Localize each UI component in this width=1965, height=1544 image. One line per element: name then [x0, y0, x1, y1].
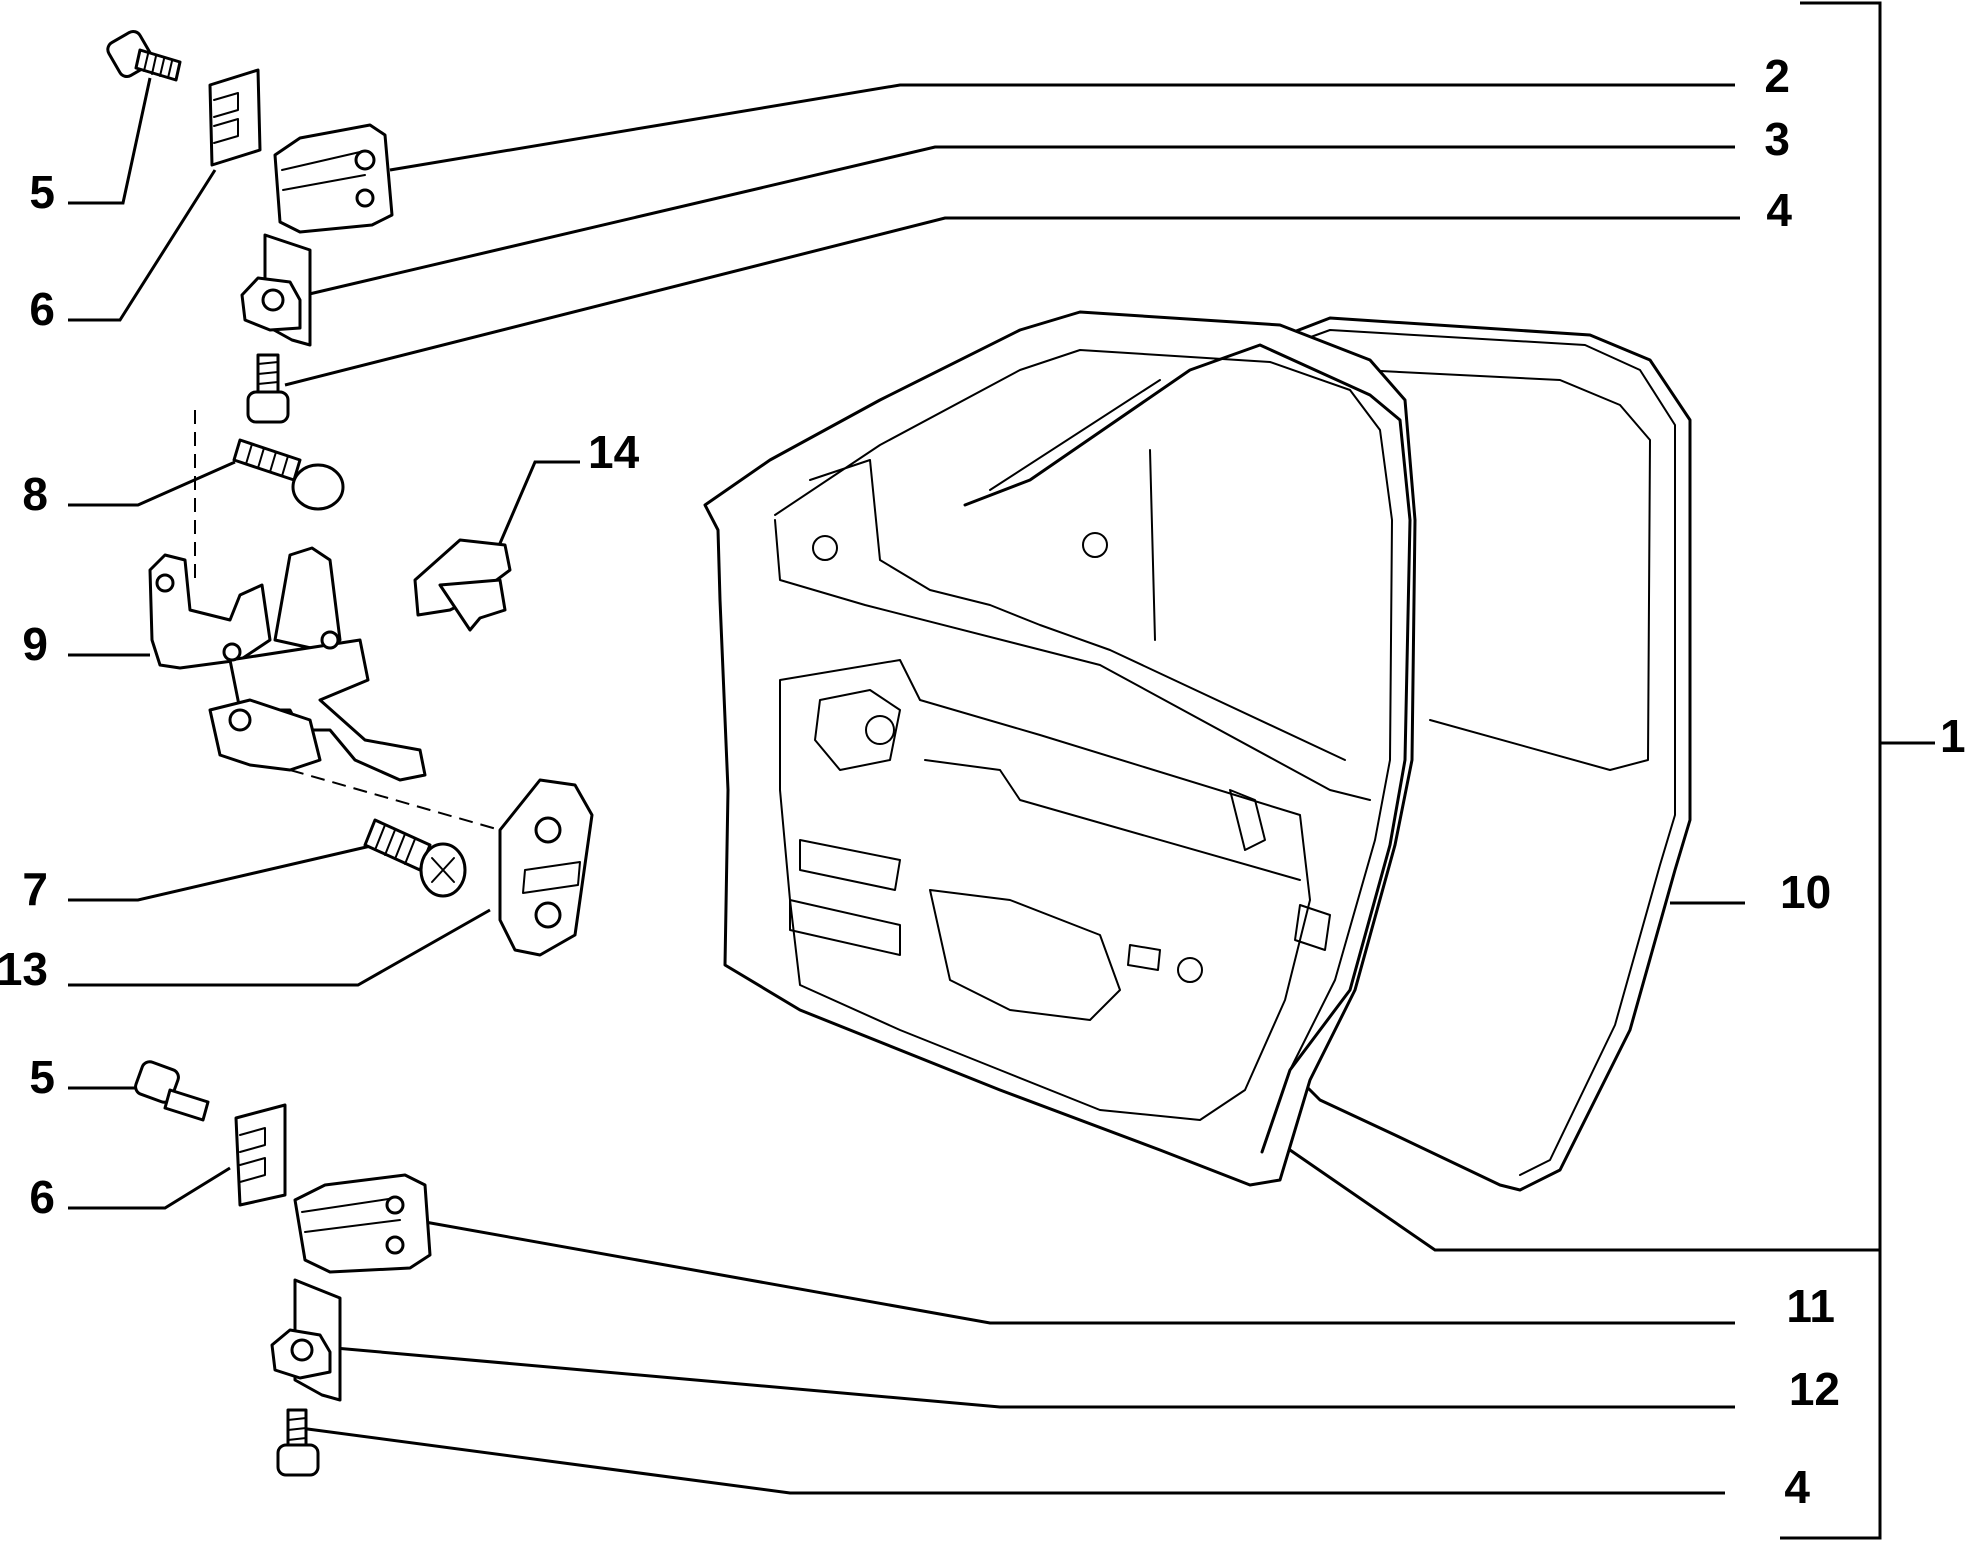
leader-4-top [284, 216, 1740, 387]
leader-3 [304, 145, 1735, 297]
bolt-4-bottom [276, 1408, 320, 1477]
label-12: 12 [1789, 1363, 1840, 1415]
leader-lines [68, 1, 1935, 1540]
label-2: 2 [1764, 50, 1790, 102]
leader-13 [68, 908, 491, 987]
label-5-bottom: 5 [29, 1051, 55, 1103]
leader-door-shell [1289, 1148, 1880, 1252]
label-1: 1 [1940, 710, 1965, 762]
hinge-11 [293, 1173, 432, 1274]
door-check-9 [148, 546, 427, 782]
label-7: 7 [22, 863, 48, 915]
label-4-top: 4 [1766, 184, 1792, 236]
bolt-5-bottom [134, 1060, 210, 1122]
shim-6-top [208, 68, 262, 167]
hinge-bracket-3 [240, 233, 312, 347]
leader-6-top [68, 169, 217, 322]
door-inner-shell [703, 310, 1417, 1187]
hinge-bracket-12 [270, 1278, 342, 1402]
label-3: 3 [1764, 113, 1790, 165]
leader-12 [334, 1346, 1735, 1409]
bolt-8 [232, 438, 345, 511]
clip-14 [413, 538, 512, 632]
label-4-bottom: 4 [1784, 1461, 1810, 1513]
bolt-7 [363, 818, 467, 898]
label-6-top: 6 [29, 283, 55, 335]
leader-14 [493, 460, 580, 556]
label-6-bottom: 6 [29, 1171, 55, 1223]
label-13: 13 [0, 943, 48, 995]
leader-5-top [68, 77, 152, 205]
leader-6-bottom [68, 1166, 231, 1210]
bracket-1 [1780, 1, 1882, 1540]
label-5-top: 5 [29, 166, 55, 218]
bolt-5-top [106, 29, 182, 82]
leader-8 [68, 460, 236, 507]
hinge-2 [273, 123, 394, 234]
label-8: 8 [22, 468, 48, 520]
label-14: 14 [588, 426, 640, 478]
leader-11 [424, 1220, 1735, 1325]
bumper-13 [498, 778, 594, 957]
bolt-4-top [246, 353, 290, 424]
label-11: 11 [1786, 1280, 1835, 1332]
leader-4-bottom [299, 1426, 1725, 1495]
shim-6-bottom [234, 1103, 287, 1207]
label-10: 10 [1780, 866, 1831, 918]
leader-2 [389, 83, 1735, 172]
callout-labels: 2 3 4 5 6 8 9 14 7 13 5 6 10 1 11 12 4 [0, 50, 1965, 1513]
alignment-line-lower [289, 769, 501, 831]
leader-7 [68, 843, 376, 902]
label-9: 9 [22, 618, 48, 670]
